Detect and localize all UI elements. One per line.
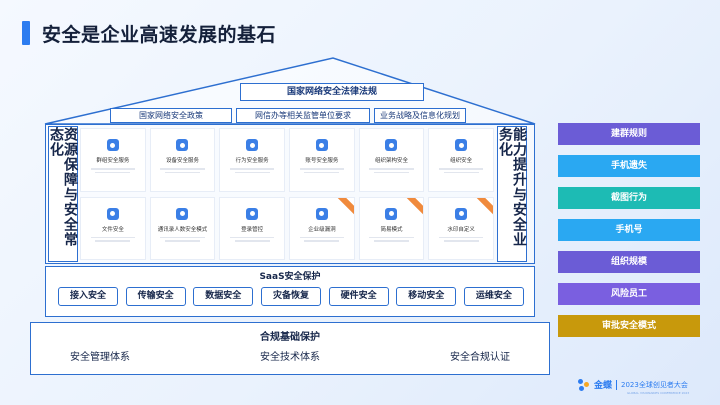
card-behavior-security[interactable]: 行为安全服务 <box>219 128 285 192</box>
group-icon <box>106 139 119 151</box>
tag-group-rules[interactable]: 建群规则 <box>558 123 700 145</box>
tag-screenshot-behavior[interactable]: 截图行为 <box>558 187 700 209</box>
compliance-base <box>30 322 550 375</box>
saas-disaster-recovery[interactable]: 灾备恢复 <box>260 287 321 306</box>
security-technology-system: 安全技术体系 <box>260 352 320 363</box>
policy-national: 国家网络安全政策 <box>110 108 232 123</box>
account-icon <box>315 139 328 151</box>
card-contacts-security-mode[interactable]: 通讯录人数安全模式 <box>149 196 216 260</box>
new-ribbon-icon <box>336 197 354 215</box>
saas-data-security[interactable]: 数据安全 <box>193 287 254 306</box>
new-ribbon-icon <box>475 197 493 215</box>
simple-mode-icon <box>385 207 398 220</box>
vulnerability-icon <box>315 207 328 220</box>
card-label: 通讯录人数安全模式 <box>157 226 208 233</box>
left-pillar: 资源保障与安全常态化 <box>48 126 78 262</box>
card-label: 设备安全服务 <box>165 158 199 164</box>
brand-logo: 金蝶 2023全球创见者大会 <box>578 378 688 391</box>
card-label: 简易模式 <box>380 226 403 233</box>
watermark-icon <box>455 207 468 220</box>
brand-name: 金蝶 <box>594 381 613 391</box>
feature-cards: 群组安全服务 设备安全服务 行为安全服务 账号安全服务 组织架构安全 组织安全 … <box>80 128 494 260</box>
kingdee-logo-icon <box>578 378 590 391</box>
roof-title: 国家网络安全法律法规 <box>240 83 424 101</box>
behavior-icon <box>246 139 259 151</box>
card-simple-mode[interactable]: 简易模式 <box>358 196 425 260</box>
saas-ops-security[interactable]: 运维安全 <box>463 287 524 306</box>
card-label: 行为安全服务 <box>235 158 269 164</box>
card-org-security[interactable]: 组织安全 <box>428 128 494 192</box>
compliance-title: 合规基础保护 <box>260 332 320 343</box>
card-org-structure-security[interactable]: 组织架构安全 <box>358 128 425 192</box>
card-label: 账号安全服务 <box>305 158 339 164</box>
compliance-items: 安全管理体系 安全技术体系 安全合规认证 <box>70 348 510 363</box>
org-security-icon <box>455 139 468 151</box>
right-pillar-label: 能力提升与安全业务化 <box>497 127 527 247</box>
new-ribbon-icon <box>406 197 424 215</box>
card-device-security[interactable]: 设备安全服务 <box>149 128 216 192</box>
card-label: 登录管控 <box>241 226 264 233</box>
saas-items: 接入安全 传输安全 数据安全 灾备恢复 硬件安全 移动安全 运维安全 <box>58 287 524 307</box>
security-compliance-certification: 安全合规认证 <box>450 352 510 363</box>
security-management-system: 安全管理体系 <box>70 352 130 363</box>
card-enterprise-vulnerability[interactable]: 企业级漏洞 <box>288 196 355 260</box>
scenario-tags: 建群规则 手机遗失 截图行为 手机号 组织规模 风险员工 审批安全模式 <box>558 123 700 347</box>
card-label: 组织安全 <box>450 158 473 164</box>
card-file-security[interactable]: 文件安全 <box>80 196 146 260</box>
tag-phone-number[interactable]: 手机号 <box>558 219 700 241</box>
card-custom-watermark[interactable]: 水印自定义 <box>428 196 494 260</box>
contacts-shield-icon <box>176 207 189 220</box>
card-label: 组织架构安全 <box>374 158 408 164</box>
card-account-security[interactable]: 账号安全服务 <box>288 128 355 192</box>
card-label: 群组安全服务 <box>96 158 130 164</box>
file-icon <box>106 207 119 220</box>
saas-title: SaaS安全保护 <box>259 272 321 282</box>
login-icon <box>246 207 259 220</box>
card-label: 文件安全 <box>101 226 124 233</box>
right-pillar: 能力提升与安全业务化 <box>497 126 527 262</box>
saas-access-security[interactable]: 接入安全 <box>58 287 118 306</box>
tag-phone-lost[interactable]: 手机遗失 <box>558 155 700 177</box>
event-subtitle: GLOBAL VISIONARIES CONFERENCE 2023 <box>627 391 690 395</box>
event-name: 2023全球创见者大会 <box>621 380 688 389</box>
card-login-control[interactable]: 登录管控 <box>219 196 285 260</box>
policy-regulator: 网信办等相关监管单位要求 <box>236 108 370 123</box>
saas-mobile-security[interactable]: 移动安全 <box>396 287 457 306</box>
page-title: 安全是企业高速发展的基石 <box>42 24 277 46</box>
tag-risk-employee[interactable]: 风险员工 <box>558 283 700 305</box>
saas-transport-security[interactable]: 传输安全 <box>125 287 186 306</box>
left-pillar-label: 资源保障与安全常态化 <box>48 127 78 247</box>
card-group-security[interactable]: 群组安全服务 <box>80 128 146 192</box>
title-accent-bar <box>22 21 30 45</box>
card-label: 企业级漏洞 <box>308 226 336 233</box>
tag-approval-security-mode[interactable]: 审批安全模式 <box>558 315 700 337</box>
org-icon <box>385 139 398 151</box>
card-label: 水印自定义 <box>447 226 475 233</box>
saas-hardware-security[interactable]: 硬件安全 <box>328 287 389 306</box>
tag-org-scale[interactable]: 组织规模 <box>558 251 700 273</box>
policy-strategy: 业务战略及信息化规划 <box>374 108 466 123</box>
device-icon <box>176 139 189 151</box>
